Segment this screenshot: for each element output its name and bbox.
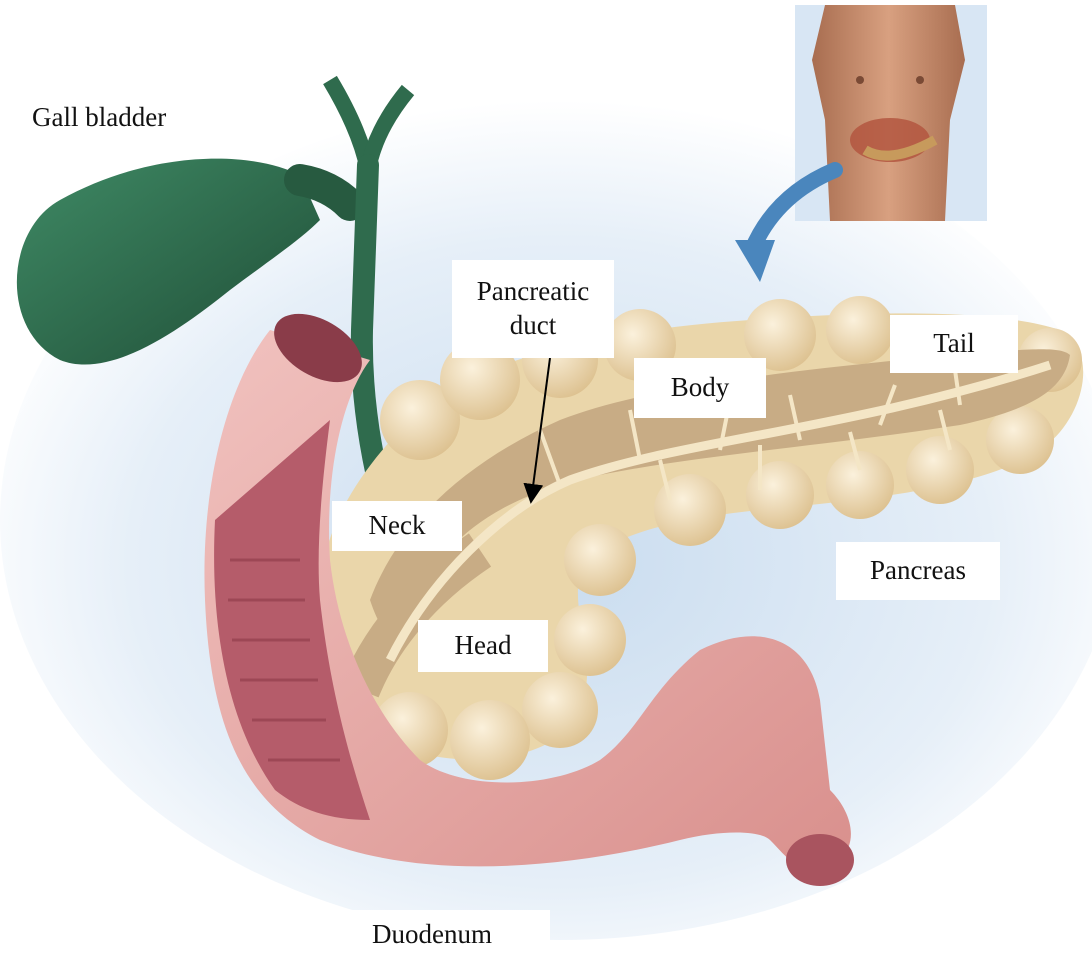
label-pancreatic-duct-line2: duct: [510, 309, 557, 343]
label-duodenum: Duodenum: [314, 910, 550, 959]
label-pancreatic-duct: Pancreatic duct: [452, 260, 614, 358]
label-pancreatic-duct-line1: Pancreatic: [477, 275, 589, 309]
label-tail: Tail: [890, 315, 1018, 373]
torso-inset: [795, 5, 987, 221]
label-neck: Neck: [332, 501, 462, 551]
label-head: Head: [418, 620, 548, 672]
label-pancreas: Pancreas: [836, 542, 1000, 600]
label-body: Body: [634, 358, 766, 418]
label-gall-bladder: Gall bladder: [32, 96, 212, 140]
